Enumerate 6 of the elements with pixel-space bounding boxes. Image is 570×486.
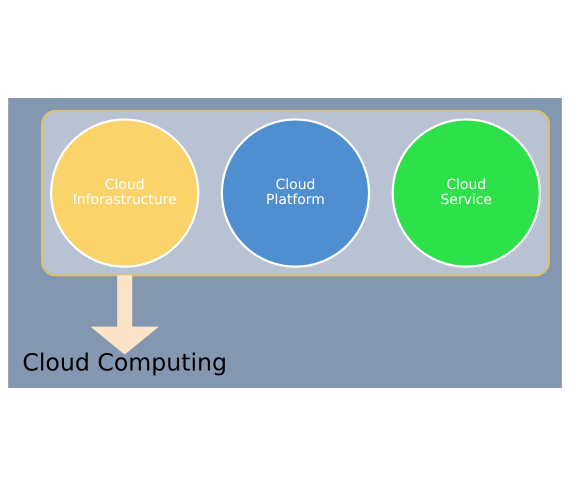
node-circle: Cloud Platform	[220, 118, 370, 268]
node-circle: Cloud Service	[392, 118, 541, 268]
node-text: Cloud Computing	[22, 348, 227, 376]
cluster	[40, 110, 550, 276]
node-circle: Cloud Inforastructure	[50, 118, 200, 268]
arrow	[90, 275, 159, 355]
